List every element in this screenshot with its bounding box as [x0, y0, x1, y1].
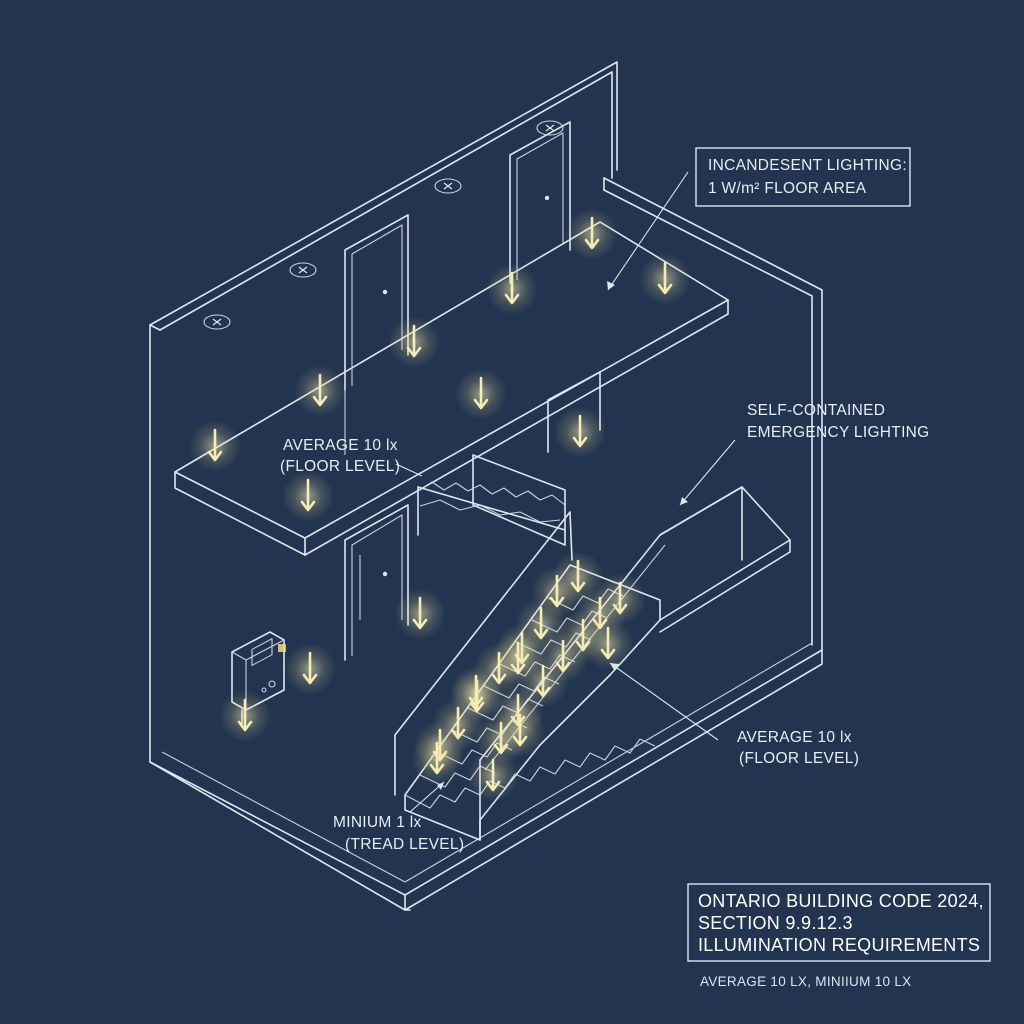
upper-floor-callout: AVERAGE 10 lx (FLOOR LEVEL) — [280, 437, 400, 475]
lower-floor-label-line2: (FLOOR LEVEL) — [739, 750, 859, 767]
lower-floor-callout: AVERAGE 10 lx (FLOOR LEVEL) — [737, 729, 859, 767]
upper-flight-stairs — [417, 454, 566, 546]
doors — [344, 121, 601, 661]
exit-sign-icon — [289, 262, 317, 278]
upper-floor-label-line2: (FLOOR LEVEL) — [280, 458, 400, 475]
door-upper-right — [509, 121, 571, 284]
code-box-footnote: AVERAGE 10 LX, MINIIUM 10 LX — [700, 974, 911, 989]
light-arrows — [189, 208, 691, 802]
exit-sign-icon — [203, 314, 231, 330]
door-lower — [344, 504, 409, 661]
code-box-line3: ILLUMINATION REQUIREMENTS — [698, 935, 980, 955]
emergency-label-line1: SELF-CONTAINED — [747, 402, 885, 419]
tread-label-line2: (TREAD LEVEL) — [345, 836, 464, 853]
incandescent-label-line2: 1 W/m² FLOOR AREA — [708, 180, 867, 197]
code-box-frame — [687, 883, 991, 962]
upper-landing — [174, 221, 729, 620]
code-box-line1: ONTARIO BUILDING CODE 2024, — [698, 891, 984, 911]
lower-floor-label-line1: AVERAGE 10 lx — [737, 729, 852, 746]
incandescent-callout-box — [695, 147, 911, 207]
emergency-label-line2: EMERGENCY LIGHTING — [747, 424, 930, 441]
door-mid — [547, 371, 601, 453]
code-box-line2: SECTION 9.9.12.3 — [698, 913, 853, 933]
door-upper-left — [344, 214, 409, 391]
leader-lines — [395, 171, 736, 813]
tread-label-line1: MINIUM 1 lx — [333, 814, 422, 831]
building-shell — [149, 61, 823, 911]
tread-callout: MINIUM 1 lx (TREAD LEVEL) — [333, 814, 464, 853]
upper-floor-label-line1: AVERAGE 10 lx — [283, 437, 398, 454]
emergency-callout: SELF-CONTAINED EMERGENCY LIGHTING — [747, 402, 930, 441]
code-reference-box: ONTARIO BUILDING CODE 2024, SECTION 9.9.… — [687, 883, 991, 989]
incandescent-label-line1: INCANDESENT LIGHTING: — [708, 157, 907, 174]
exit-sign-icon — [434, 178, 462, 194]
exit-sign-icon — [536, 120, 564, 136]
incandescent-callout: INCANDESENT LIGHTING: 1 W/m² FLOOR AREA — [695, 147, 911, 207]
exit-signs — [203, 120, 564, 330]
